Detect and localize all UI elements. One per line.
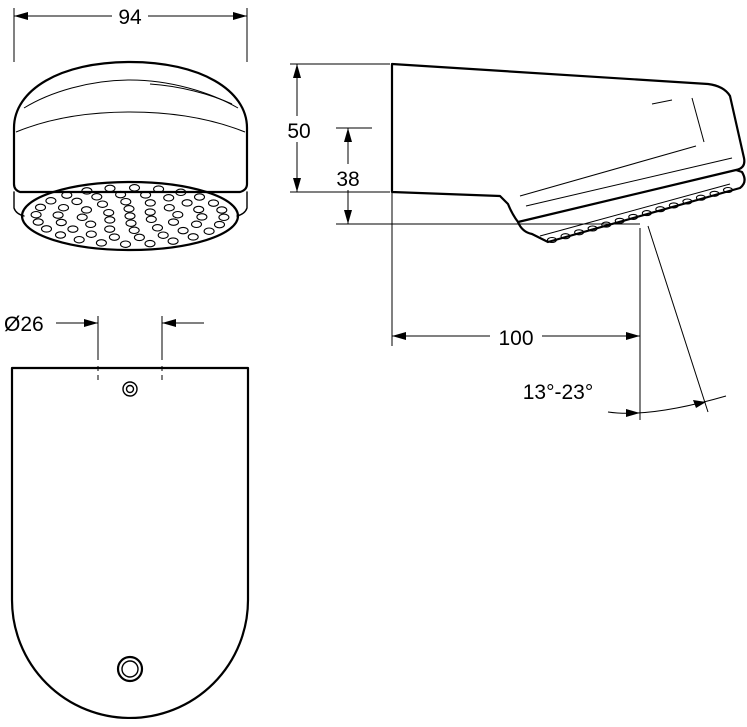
nozzle: [61, 191, 73, 199]
nozzle: [187, 233, 199, 241]
side-nozzle: [560, 233, 571, 240]
nozzle: [216, 206, 228, 214]
side-nozzle: [682, 198, 693, 205]
nozzle: [57, 203, 70, 212]
nozzle: [125, 219, 137, 227]
nozzle: [30, 210, 42, 219]
side-nozzle-pattern: [546, 186, 734, 244]
nozzle: [104, 184, 116, 193]
side-nozzle: [614, 217, 625, 224]
nozzle: [181, 199, 193, 207]
nozzle: [32, 218, 44, 226]
nozzle: [144, 199, 156, 207]
nozzle: [207, 199, 220, 207]
side-nozzle: [722, 186, 734, 194]
nozzle: [167, 218, 180, 226]
nozzle: [128, 226, 140, 235]
nozzle: [34, 203, 47, 212]
side-nozzle: [587, 225, 598, 232]
side-nozzle: [546, 236, 558, 244]
side-nozzle: [628, 213, 639, 220]
back-view-shower-head: Ø26: [4, 313, 250, 720]
nozzle: [123, 205, 135, 213]
nozzle: [153, 185, 165, 193]
nozzle: [175, 188, 187, 197]
nozzle: [124, 212, 136, 220]
dimension-50: 50: [287, 120, 310, 143]
nozzle: [95, 239, 107, 247]
nozzle: [81, 187, 93, 195]
nozzle: [144, 208, 156, 216]
nozzle: [145, 215, 157, 224]
side-view-shower-head: 50 38 100 13°-23°: [282, 62, 746, 420]
nozzle: [71, 197, 83, 206]
dimension-38: 38: [336, 168, 359, 191]
nozzle: [85, 220, 97, 229]
nozzle: [108, 233, 120, 241]
nozzle: [163, 194, 175, 202]
nozzle: [80, 206, 93, 214]
front-view-shower-head: 94: [12, 4, 249, 252]
nozzle: [193, 205, 205, 214]
nozzle: [119, 240, 132, 248]
nozzle: [85, 230, 97, 238]
nozzle: [76, 213, 88, 222]
dimension-diameter: Ø26: [4, 313, 44, 336]
nozzle: [45, 197, 57, 205]
side-nozzle: [601, 221, 612, 228]
nozzle: [104, 216, 116, 224]
nozzle: [193, 193, 206, 201]
nozzle: [203, 227, 215, 235]
side-nozzle: [668, 202, 679, 209]
nozzle-pattern: [30, 184, 230, 248]
nozzle: [40, 225, 53, 233]
nozzle: [104, 225, 116, 233]
side-nozzle: [574, 229, 585, 236]
nozzle: [103, 208, 115, 217]
nozzle: [196, 213, 208, 221]
side-nozzle: [709, 190, 720, 197]
dimension-angle: 13°-23°: [523, 381, 594, 404]
nozzle: [120, 197, 132, 206]
dimension-94: 94: [118, 6, 142, 29]
nozzle: [128, 184, 141, 192]
nozzle: [190, 220, 203, 229]
nozzle: [67, 225, 79, 233]
nozzle: [167, 237, 179, 245]
nozzle: [54, 231, 67, 239]
nozzle: [144, 239, 156, 248]
nozzle: [172, 210, 184, 219]
nozzle: [133, 233, 145, 242]
nozzle: [96, 200, 109, 208]
nozzle: [218, 213, 230, 222]
nozzle: [115, 190, 127, 199]
nozzle: [163, 203, 175, 212]
nozzle: [213, 220, 226, 229]
nozzle: [52, 211, 64, 219]
nozzle: [73, 235, 85, 244]
dimension-100: 100: [498, 327, 533, 350]
side-nozzle: [655, 206, 666, 213]
nozzle: [91, 193, 103, 201]
nozzle: [157, 231, 169, 239]
nozzle: [140, 191, 152, 199]
nozzle: [151, 224, 164, 232]
nozzle: [55, 218, 67, 227]
side-nozzle: [695, 194, 706, 201]
nozzle: [177, 226, 189, 235]
side-nozzle: [641, 210, 652, 217]
